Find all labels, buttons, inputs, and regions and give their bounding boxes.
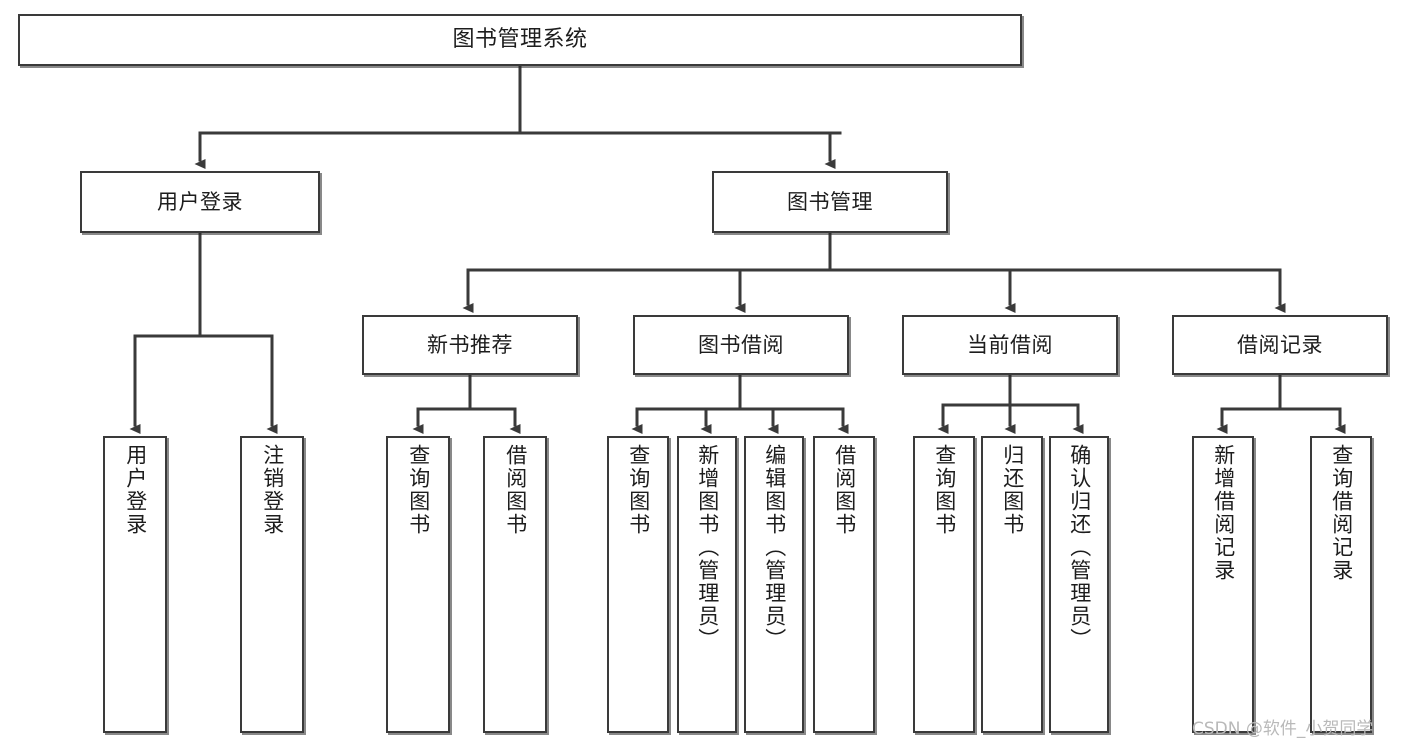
node-user-login-label: 用户登录 [157, 189, 243, 214]
leaf-add-borrow-record-label: 新增借阅记录 [1211, 444, 1236, 582]
leaf-query-book-recommend-label: 查询图书 [406, 444, 431, 536]
node-book-borrow[interactable]: 图书借阅 [633, 315, 849, 375]
leaf-return-book-label: 归还图书 [1000, 444, 1025, 536]
leaf-query-book-current-label: 查询图书 [932, 444, 957, 536]
leaf-add-book-admin[interactable]: 新增图书（管理员） [677, 436, 737, 733]
leaf-borrow-book-borrow-label: 借阅图书 [832, 444, 857, 536]
node-book-borrow-label: 图书借阅 [698, 332, 784, 357]
leaf-user-login[interactable]: 用户登录 [103, 436, 167, 733]
node-borrow-record[interactable]: 借阅记录 [1172, 315, 1388, 375]
node-new-book-recommend-label: 新书推荐 [427, 332, 513, 357]
leaf-logout-label: 注销登录 [260, 444, 285, 536]
csdn-watermark: CSDN @软件_小贺同学 [1192, 719, 1374, 739]
node-current-borrow-label: 当前借阅 [967, 332, 1053, 357]
leaf-query-book-recommend[interactable]: 查询图书 [386, 436, 450, 733]
leaf-return-book[interactable]: 归还图书 [981, 436, 1043, 733]
leaf-query-borrow-record-label: 查询借阅记录 [1329, 444, 1354, 582]
leaf-edit-book-admin-label: 编辑图书（管理员） [762, 444, 787, 651]
leaf-logout[interactable]: 注销登录 [240, 436, 304, 733]
node-root-label: 图书管理系统 [452, 27, 588, 53]
node-root[interactable]: 图书管理系统 [18, 14, 1022, 66]
leaf-query-book-borrow[interactable]: 查询图书 [607, 436, 669, 733]
leaf-add-borrow-record[interactable]: 新增借阅记录 [1192, 436, 1254, 733]
leaf-edit-book-admin[interactable]: 编辑图书（管理员） [744, 436, 804, 733]
leaf-add-book-admin-label: 新增图书（管理员） [695, 444, 720, 651]
node-user-login[interactable]: 用户登录 [80, 171, 320, 233]
node-new-book-recommend[interactable]: 新书推荐 [362, 315, 578, 375]
leaf-query-book-current[interactable]: 查询图书 [913, 436, 975, 733]
leaf-query-borrow-record[interactable]: 查询借阅记录 [1310, 436, 1372, 733]
node-book-management-label: 图书管理 [787, 189, 873, 214]
leaf-user-login-label: 用户登录 [123, 444, 148, 536]
leaf-query-book-borrow-label: 查询图书 [626, 444, 651, 536]
leaf-borrow-book-recommend-label: 借阅图书 [503, 444, 528, 536]
leaf-borrow-book-borrow[interactable]: 借阅图书 [813, 436, 875, 733]
leaf-borrow-book-recommend[interactable]: 借阅图书 [483, 436, 547, 733]
node-current-borrow[interactable]: 当前借阅 [902, 315, 1118, 375]
node-borrow-record-label: 借阅记录 [1237, 332, 1323, 357]
node-book-management[interactable]: 图书管理 [712, 171, 948, 233]
leaf-confirm-return-admin-label: 确认归还（管理员） [1067, 444, 1092, 651]
leaf-confirm-return-admin[interactable]: 确认归还（管理员） [1049, 436, 1109, 733]
